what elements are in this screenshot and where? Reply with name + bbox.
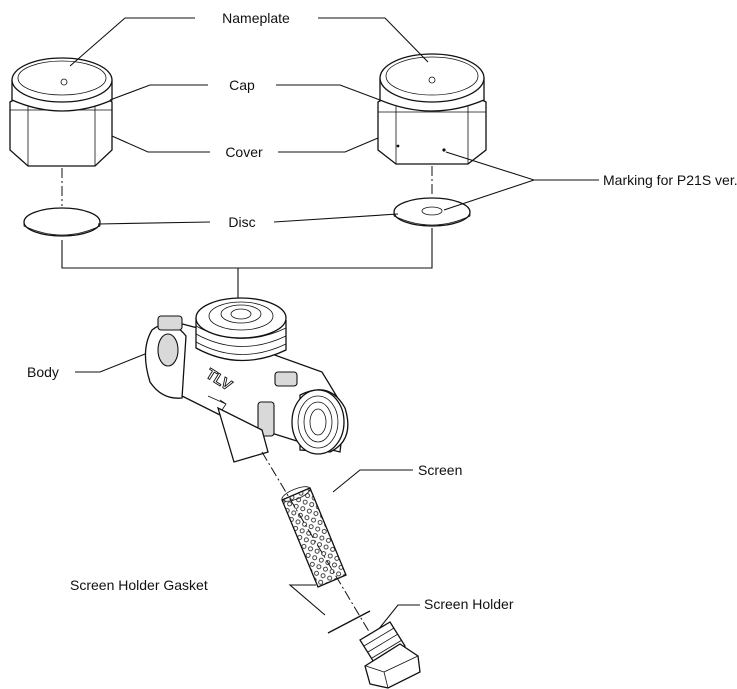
label-screen-holder: Screen Holder bbox=[424, 596, 514, 612]
left-cover-cap-assembly bbox=[9, 57, 113, 206]
callout-labels: Nameplate Cap Cover Marking for P21S ver… bbox=[27, 10, 737, 612]
label-marking: Marking for P21S ver.C bbox=[603, 172, 737, 188]
right-cover-cap-assembly bbox=[377, 53, 487, 196]
left-disc bbox=[23, 207, 101, 237]
screen-holder-part bbox=[359, 621, 421, 689]
right-nameplate bbox=[379, 53, 485, 103]
leader-lines bbox=[61, 17, 599, 631]
body-right-port bbox=[291, 389, 345, 455]
label-cap: Cap bbox=[229, 77, 255, 93]
valve-body: TLV bbox=[144, 297, 349, 463]
label-cover: Cover bbox=[225, 144, 263, 160]
label-nameplate: Nameplate bbox=[222, 10, 290, 26]
body-top-seat bbox=[195, 297, 287, 339]
label-screen: Screen bbox=[418, 462, 462, 478]
label-body: Body bbox=[27, 364, 59, 380]
right-disc bbox=[393, 197, 471, 227]
label-screen-holder-gasket: Screen Holder Gasket bbox=[70, 577, 208, 593]
right-cover-marking-dot bbox=[442, 148, 446, 152]
label-disc: Disc bbox=[228, 214, 255, 230]
screen-holder-gasket-part bbox=[327, 610, 371, 634]
body-left-tab bbox=[157, 333, 179, 367]
screen-part bbox=[281, 486, 347, 588]
